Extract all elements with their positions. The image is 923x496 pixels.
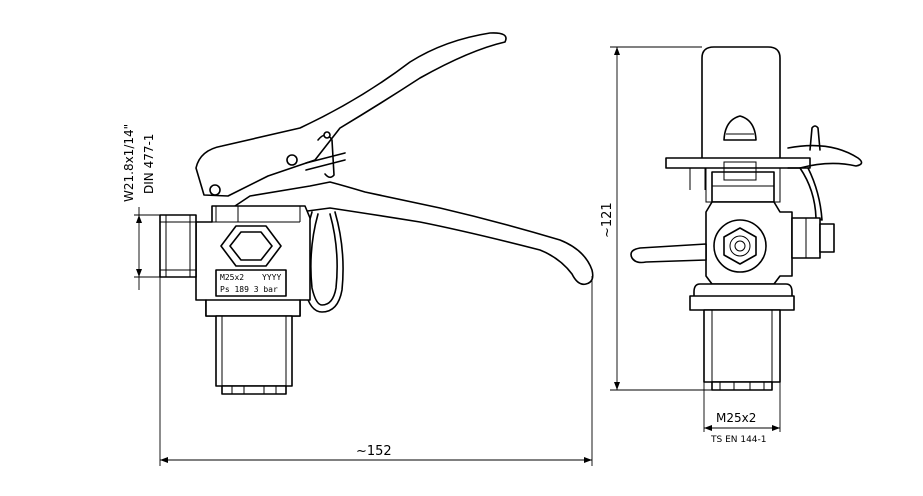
neck-thread (215, 315, 293, 387)
neck-thread-label: M25x2 (716, 411, 756, 425)
safety-pin-upper (317, 134, 335, 179)
front-gauge-hex (723, 227, 757, 265)
front-neck-collar (689, 295, 795, 311)
neck-bottom (221, 385, 287, 395)
side-outlet-thread (159, 214, 197, 278)
front-neck-thread (703, 309, 781, 383)
safety-pin-bar (305, 152, 346, 171)
standard-label: DIN 477-1 (142, 134, 156, 194)
thread-label: W21.8x1/14" (122, 124, 136, 202)
front-view-valve (630, 46, 863, 391)
neck-collar (205, 299, 301, 317)
front-upper-lever (701, 46, 781, 161)
side-view-valve: M25x2 YYYY Ps 189 3 bar (159, 32, 594, 395)
front-safety-pin (787, 144, 863, 169)
front-hinge-block (711, 171, 775, 203)
width-dimension: ~152 (356, 444, 392, 459)
front-flange (665, 157, 811, 169)
lever-pivot-pin (209, 184, 221, 196)
front-view-dimensions: ~121 M25x2 TS EN 144-1 (600, 46, 781, 445)
height-dimension: ~121 (600, 202, 615, 238)
front-gauge-outer (713, 219, 767, 273)
data-plate (215, 269, 287, 297)
lower-lever (231, 181, 594, 286)
side-view-dimensions: W21.8x1/14" DIN 477-1 ~152 (122, 124, 593, 466)
plate-line2: Ps 189 3 bar (220, 285, 278, 294)
plate-line1-left: M25x2 (220, 273, 244, 282)
front-lower-lever (630, 243, 707, 264)
upper-lever (195, 32, 507, 197)
plate-line1-right: YYYY (262, 273, 281, 282)
gauge-hex-nut (220, 225, 282, 267)
lever-stop-pin (286, 154, 298, 166)
neck-standard-label: TS EN 144-1 (710, 435, 767, 445)
front-neck-bottom (711, 381, 773, 391)
front-seal-wire (799, 167, 823, 221)
safety-pin-head (323, 131, 331, 139)
